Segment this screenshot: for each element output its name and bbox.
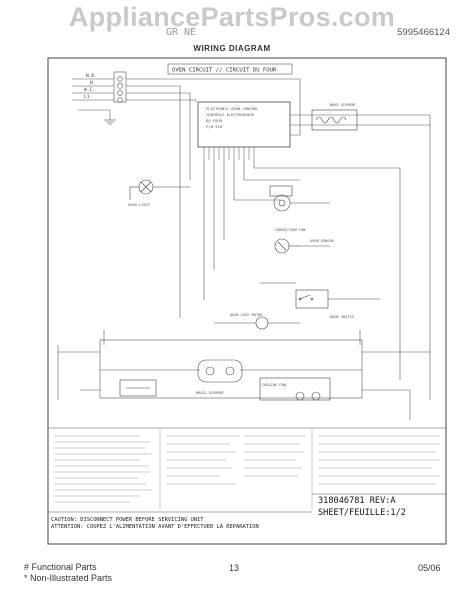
oven-sensor-label: OVEN SENSOR xyxy=(310,239,335,243)
diagram-border xyxy=(47,57,447,545)
sheet-page: SHEET/FEUILLE:1/2 xyxy=(318,508,406,518)
oven-light-label: OVEN LIGHT xyxy=(128,203,150,207)
broil-element xyxy=(197,359,243,383)
sheet-info: 318046781 REV:A SHEET/FEUILLE:1/2 xyxy=(318,495,445,533)
banner-text: OVEN CIRCUIT // CIRCUIT DU FOUR xyxy=(172,68,277,74)
caution-line-en: CAUTION: DISCONNECT POWER BEFORE SERVICI… xyxy=(51,517,204,523)
footer-functional: # Functional Parts xyxy=(24,562,97,572)
lower-circuit-wires xyxy=(57,345,430,420)
footer-legend: # Functional Parts * Non-Illustrated Par… xyxy=(24,562,112,584)
svg-text:DU FOUR: DU FOUR xyxy=(206,118,223,123)
oven-control-text: ELECTRONIC OVEN CONTROL CONTROLE ELECTRO… xyxy=(206,106,259,129)
diagram-title: WIRING DIAGRAM xyxy=(193,44,271,53)
model-label: GR NE xyxy=(166,27,197,38)
site-watermark: AppliancePartsPros.com xyxy=(68,2,396,32)
caution-note: CAUTION: DISCONNECT POWER BEFORE SERVICI… xyxy=(51,517,259,531)
banner-box xyxy=(167,63,293,75)
part-number-label: 5995466124 xyxy=(397,27,450,38)
ground-symbol xyxy=(78,109,116,125)
convection-fan xyxy=(269,185,330,212)
page-number: 13 xyxy=(229,563,240,573)
legend-lines xyxy=(54,435,440,503)
terminal-block xyxy=(72,71,300,103)
svg-text:CONTROLE ELECTRONIQUE: CONTROLE ELECTRONIQUE xyxy=(206,112,255,117)
cooling-fan xyxy=(259,377,331,401)
door-lock-motor xyxy=(214,316,300,330)
cooling-fan-label: COOLING FAN xyxy=(262,383,286,387)
terminal-label-l1: L1 xyxy=(84,94,90,100)
bake-element-label: BAKE ELEMENT xyxy=(330,103,357,107)
lower-circuit-box xyxy=(99,339,363,399)
door-lock-label: DOOR LOCK MOTOR xyxy=(230,313,263,317)
footer-non-illustrated: * Non-Illustrated Parts xyxy=(24,573,113,583)
bake-element xyxy=(311,109,358,131)
main-wires xyxy=(103,79,431,400)
caution-line-fr: ATTENTION: COUPEZ L'ALIMENTATION AVANT D… xyxy=(51,524,259,530)
door-switch xyxy=(260,282,380,309)
oven-sensor xyxy=(274,238,330,254)
door-switch-label: DOOR SWITCH xyxy=(330,315,354,319)
footer-date: 05/06 xyxy=(418,563,441,573)
broil-element-label: BROIL ELEMENT xyxy=(196,391,225,395)
oven-light xyxy=(129,179,190,200)
sheet-part-number: 318046781 REV:A xyxy=(318,496,396,506)
convection-fan-label: CONVECTION FAN xyxy=(275,228,305,232)
svg-text:P/N 316: P/N 316 xyxy=(206,124,223,129)
terminal-label-wi: W.I. xyxy=(84,87,95,93)
relay-switch xyxy=(119,379,157,397)
terminal-label-nb: N.B. xyxy=(86,73,97,79)
terminal-label-n: N xyxy=(90,80,93,86)
svg-text:ELECTRONIC OVEN CONTROL: ELECTRONIC OVEN CONTROL xyxy=(206,106,259,111)
